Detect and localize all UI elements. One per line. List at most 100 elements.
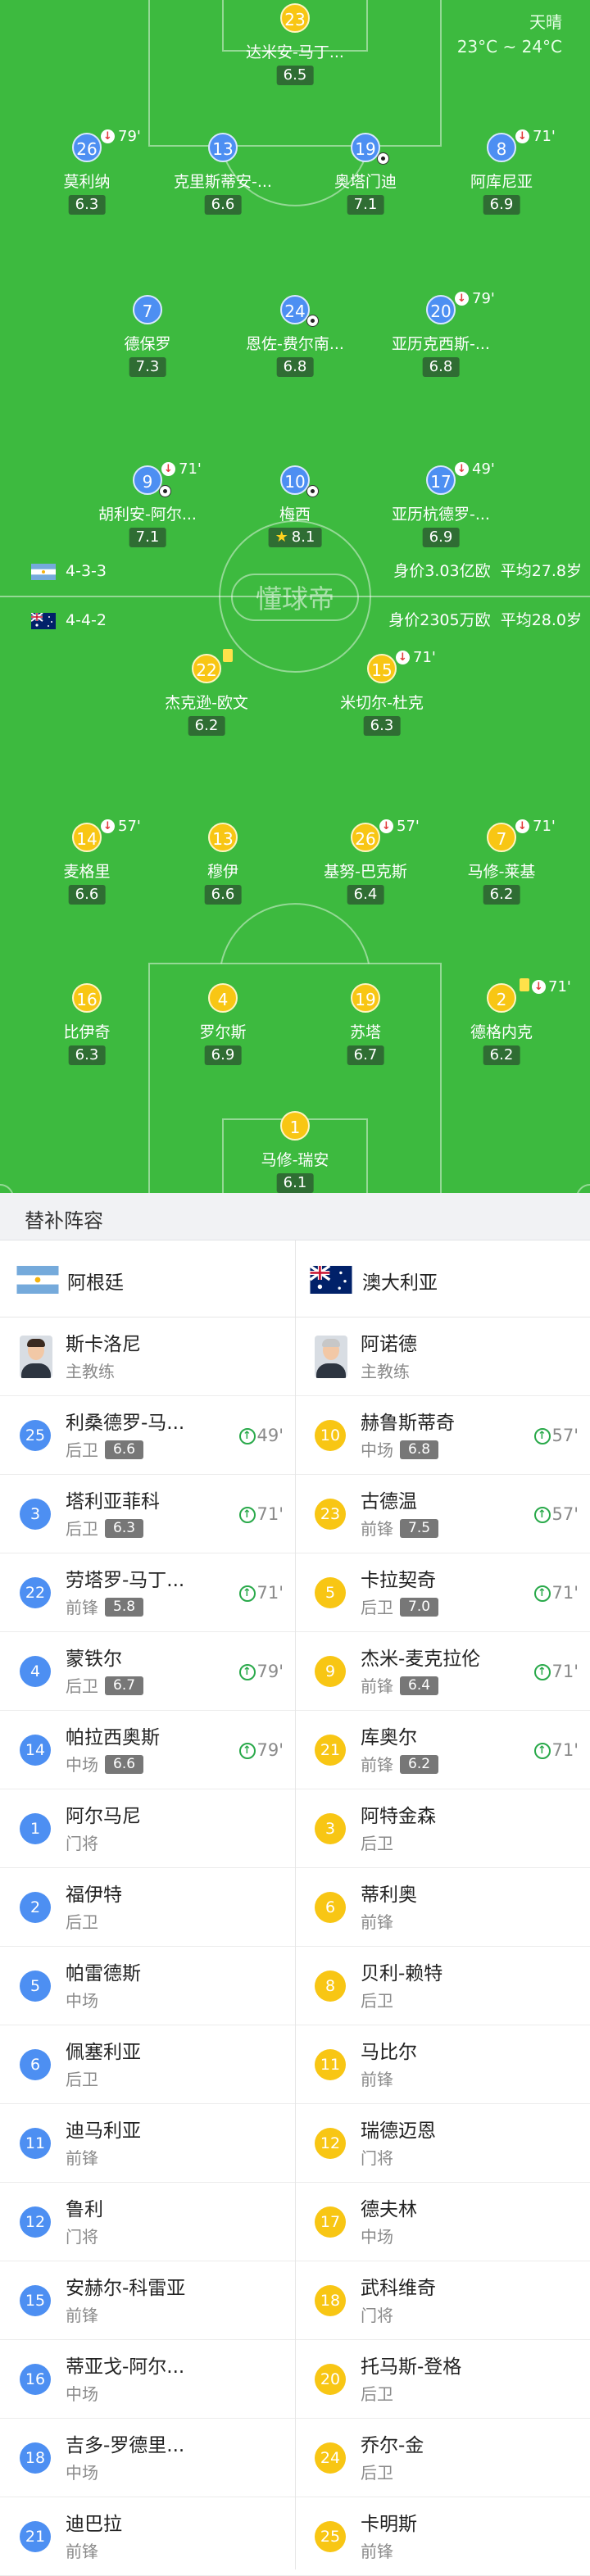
player-number: 15 — [20, 2285, 51, 2316]
player-rating: 6.4 — [400, 1676, 439, 1695]
player-name: 鲁利 — [66, 2199, 103, 2220]
player-position: 后卫 — [361, 1991, 393, 2011]
australia-formation: 4-4-2 — [31, 610, 107, 631]
player-position: 前锋 — [361, 1755, 393, 1775]
player-number: 2 — [20, 1892, 51, 1923]
player-position: 门将 — [361, 2306, 393, 2325]
player-position: 中场 — [66, 2384, 98, 2404]
sub-in-arrow-icon: ↑ — [533, 1585, 551, 1602]
player-rating: 6.1 — [276, 1173, 314, 1193]
player-number: 18 — [315, 2285, 346, 2316]
player-rating: 6.9 — [422, 528, 460, 547]
team-avg-age: 平均28.0岁 — [500, 611, 582, 629]
weather-info: 天晴 23°C ~ 24°C — [457, 10, 562, 59]
player-number: 10 — [315, 1420, 346, 1451]
home-bench-player[interactable]: 2 福伊特后卫 — [0, 1868, 295, 1947]
sub-minute: 71' — [533, 818, 556, 835]
player-rating: 6.7 — [347, 1045, 384, 1065]
player-number: 22 — [20, 1577, 51, 1608]
player-number: 19 — [351, 133, 380, 162]
australia-flag-icon — [31, 612, 56, 629]
player-number: 13 — [208, 823, 238, 852]
player-position: 前锋 — [66, 1598, 98, 1617]
player-number: 21 — [20, 2521, 51, 2552]
coach-avatar — [20, 1336, 52, 1378]
sub-in-minute: 71' — [256, 1504, 284, 1524]
player-rating: 6.3 — [68, 1045, 106, 1065]
player-number: 17 — [426, 465, 456, 495]
player-position: 后卫 — [66, 1912, 98, 1932]
best-player-star-icon: ★ — [275, 528, 288, 546]
away-coach[interactable]: 阿诺德 主教练 — [295, 1317, 590, 1396]
player-name: 亚历克西斯-... — [392, 335, 490, 353]
team-avg-age: 平均27.8岁 — [500, 562, 582, 580]
weather-condition: 天晴 — [529, 12, 562, 32]
player-rating: 6.6 — [204, 885, 242, 905]
player-name: 瑞德迈恩 — [361, 2120, 436, 2142]
player-name: 亚历杭德罗-... — [392, 506, 490, 524]
player-name: 福伊特 — [66, 1884, 122, 1906]
player-number: 16 — [72, 983, 102, 1013]
away-team-name: 澳大利亚 — [362, 1272, 438, 1294]
player-number: 6 — [315, 1892, 346, 1923]
player-name: 佩塞利亚 — [66, 2042, 141, 2063]
player-number: 20 — [315, 2364, 346, 2395]
sub-in-time: ↑79' — [238, 1660, 284, 1683]
home-coach[interactable]: 斯卡洛尼 主教练 — [0, 1317, 295, 1396]
sub-minute: 79' — [472, 290, 495, 307]
player-name: 德夫林 — [361, 2199, 417, 2220]
player-position: 中场 — [66, 1755, 98, 1775]
bench-teams-header: 阿根廷 澳大利亚 — [0, 1240, 590, 1317]
sub-minute: 49' — [472, 460, 495, 478]
player-rating: 6.3 — [68, 195, 106, 215]
sub-minute: 71' — [533, 128, 556, 145]
player-rating: 7.1 — [129, 528, 166, 547]
player-rating: 6.5 — [276, 66, 314, 85]
player-number: 11 — [315, 2049, 346, 2080]
sub-minute: 71' — [548, 978, 571, 995]
player-name: 劳塔罗-马丁... — [66, 1570, 185, 1591]
player-rating-value: 8.1 — [291, 528, 315, 546]
home-team-name: 阿根廷 — [67, 1272, 124, 1294]
player-position: 门将 — [66, 2227, 98, 2247]
player-position: 前锋 — [361, 1676, 393, 1696]
player-rating: 7.1 — [347, 195, 384, 215]
home-team-header[interactable]: 阿根廷 — [0, 1240, 295, 1317]
player-rating: 6.4 — [347, 885, 384, 905]
player-rating: 7.5 — [400, 1519, 439, 1538]
away-team-header[interactable]: 澳大利亚 — [295, 1240, 590, 1317]
player-position: 前锋 — [66, 2148, 98, 2168]
player-number: 21 — [315, 1735, 346, 1766]
sub-out-icon: ↓ — [379, 819, 393, 833]
